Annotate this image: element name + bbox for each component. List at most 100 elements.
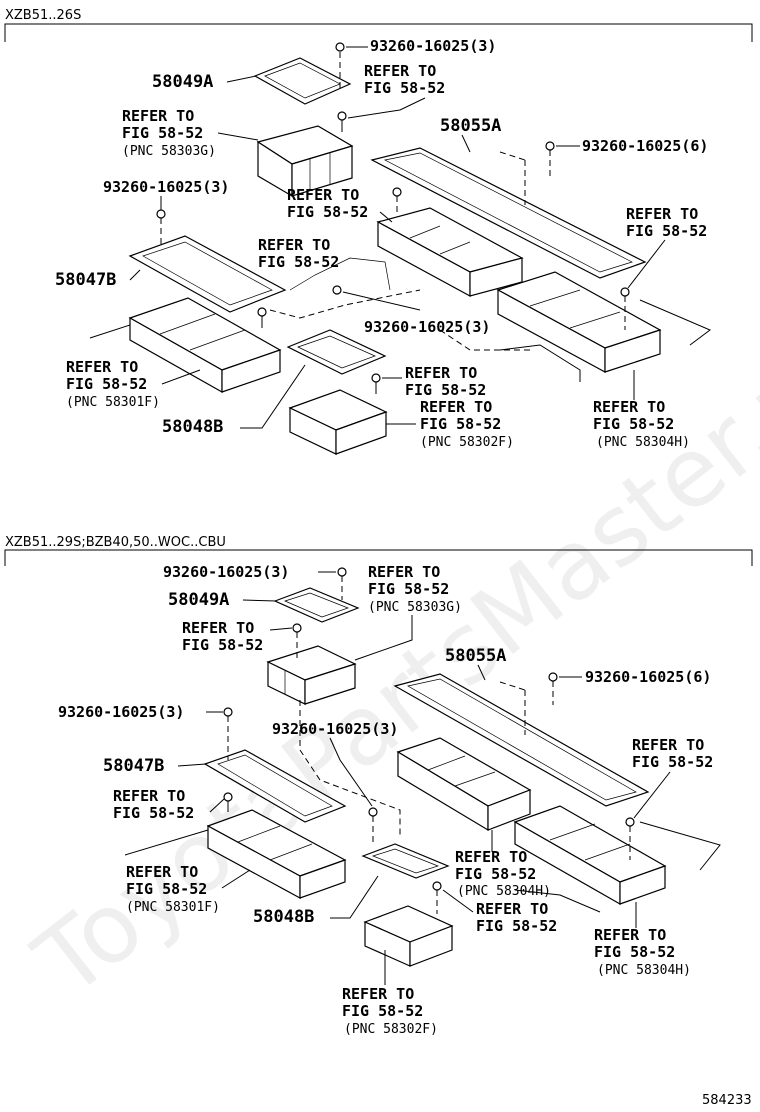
refer-text: FIG 58-52 — [66, 375, 147, 393]
refer-text: REFER TO — [593, 398, 665, 416]
box-58304h-upper — [376, 207, 524, 298]
pnc-text: (PNC 58303G) — [368, 600, 462, 615]
bolt-icon — [625, 817, 635, 860]
refer-text: FIG 58-52 — [405, 381, 486, 399]
bolt-icon — [548, 672, 558, 705]
box-58304h-lower — [513, 805, 667, 906]
pnc-text: (PNC 58304H) — [597, 963, 691, 978]
label-58047b: 58047B — [103, 756, 164, 776]
bolt-icon — [223, 792, 233, 812]
box-58302f — [288, 389, 388, 455]
pnc-text: (PNC 58301F) — [126, 900, 220, 915]
pnc-text: (PNC 58304H) — [596, 435, 690, 450]
gasket-58055a — [393, 673, 650, 807]
bolt-icon — [392, 187, 402, 216]
label-58048b: 58048B — [162, 417, 223, 437]
refer-text: REFER TO — [342, 985, 414, 1003]
label-bolt-top: 93260-16025(3) — [163, 563, 289, 581]
refer-text: FIG 58-52 — [455, 865, 536, 883]
refer-text: FIG 58-52 — [182, 636, 263, 654]
label-bolt-right: 93260-16025(6) — [585, 668, 711, 686]
bolt-icon — [223, 707, 233, 760]
label-58055a: 58055A — [445, 646, 506, 666]
refer-text: REFER TO — [476, 900, 548, 918]
gasket-58048b — [361, 843, 450, 879]
gasket-58049a — [273, 587, 360, 623]
refer-text: FIG 58-52 — [420, 415, 501, 433]
refer-text: REFER TO — [66, 358, 138, 376]
label-bolt-left: 93260-16025(3) — [58, 703, 184, 721]
bolt-icon — [368, 807, 378, 842]
figure-number: 584233 — [702, 1093, 752, 1108]
refer-text: FIG 58-52 — [476, 917, 557, 935]
bolt-icon — [337, 111, 347, 132]
bolt-icon — [337, 567, 347, 600]
refer-text: REFER TO — [368, 563, 440, 581]
refer-text: FIG 58-52 — [368, 580, 449, 598]
pnc-text: (PNC 58301F) — [66, 395, 160, 410]
box-58304h-lower — [496, 271, 662, 374]
box-58301f — [128, 297, 282, 394]
label-bolt-mid: 93260-16025(3) — [272, 720, 398, 738]
bolt-icon — [292, 623, 302, 660]
section-2: XZB51..29S;BZB40,50..WOC..CBU — [4, 535, 753, 1037]
refer-text: REFER TO — [455, 848, 527, 866]
refer-text: FIG 58-52 — [632, 753, 713, 771]
refer-text: FIG 58-52 — [594, 943, 675, 961]
label-58049a: 58049A — [168, 590, 229, 610]
refer-text: REFER TO — [126, 863, 198, 881]
gasket-58047b — [128, 235, 287, 313]
section-1-header: XZB51..26S — [5, 8, 81, 23]
gasket-58048b — [286, 329, 387, 375]
bolt-icon — [156, 209, 166, 248]
box-58302f — [363, 905, 454, 967]
refer-text: FIG 58-52 — [122, 124, 203, 142]
section-2-frame — [4, 549, 753, 566]
refer-text: REFER TO — [420, 398, 492, 416]
label-58055a: 58055A — [440, 116, 501, 136]
refer-text: FIG 58-52 — [126, 880, 207, 898]
bolt-icon — [371, 373, 381, 394]
label-58049a: 58049A — [152, 72, 213, 92]
bolt-icon — [257, 307, 267, 328]
label-58048b: 58048B — [253, 907, 314, 927]
box-58304h-upper — [396, 737, 532, 832]
bolt-icon — [620, 287, 630, 330]
section-1: XZB51..26S — [4, 8, 753, 455]
refer-text: REFER TO — [113, 787, 185, 805]
refer-text: FIG 58-52 — [593, 415, 674, 433]
box-58303g — [266, 645, 357, 705]
refer-text: FIG 58-52 — [258, 253, 339, 271]
box-58301f — [206, 809, 347, 900]
refer-text: FIG 58-52 — [626, 222, 707, 240]
section-1-frame — [4, 23, 753, 42]
refer-text: FIG 58-52 — [342, 1002, 423, 1020]
bolt-icon — [335, 42, 345, 88]
refer-text: REFER TO — [405, 364, 477, 382]
label-58047b: 58047B — [55, 270, 116, 290]
gasket-58055a — [370, 147, 647, 279]
refer-text: REFER TO — [594, 926, 666, 944]
refer-text: REFER TO — [626, 205, 698, 223]
refer-text: REFER TO — [364, 62, 436, 80]
label-bolt-top: 93260-16025(3) — [370, 37, 496, 55]
label-bolt-mid: 93260-16025(3) — [364, 318, 490, 336]
label-bolt-right: 93260-16025(6) — [582, 137, 708, 155]
pnc-text: (PNC 58303G) — [122, 144, 216, 159]
refer-text: REFER TO — [182, 619, 254, 637]
pnc-text: (PNC 58304H) — [457, 884, 551, 899]
refer-text: REFER TO — [287, 186, 359, 204]
bolt-icon — [545, 141, 555, 180]
section-2-header: XZB51..29S;BZB40,50..WOC..CBU — [5, 535, 226, 550]
label-bolt-left: 93260-16025(3) — [103, 178, 229, 196]
bolt-icon — [332, 285, 342, 295]
box-58303g — [256, 125, 354, 198]
gasket-58047b — [203, 749, 347, 823]
refer-text: FIG 58-52 — [113, 804, 194, 822]
refer-text: FIG 58-52 — [364, 79, 445, 97]
refer-text: REFER TO — [632, 736, 704, 754]
pnc-text: (PNC 58302F) — [344, 1022, 438, 1037]
refer-text: REFER TO — [122, 107, 194, 125]
pnc-text: (PNC 58302F) — [420, 435, 514, 450]
